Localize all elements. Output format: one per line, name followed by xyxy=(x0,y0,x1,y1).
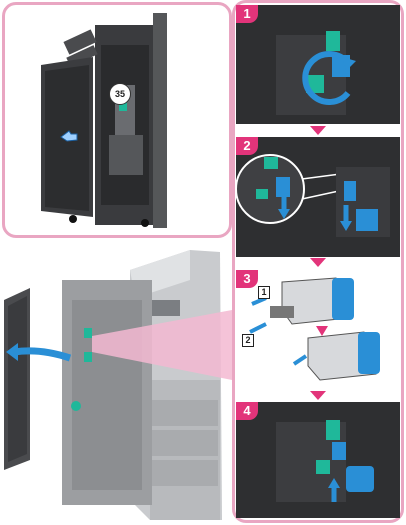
step-3-callout-1: 1 xyxy=(258,286,270,299)
door-hand-icon xyxy=(60,130,78,142)
step-2-next-arrow xyxy=(310,258,326,267)
step-4-panel: 4 xyxy=(236,402,400,518)
step-3-badge: 3 xyxy=(236,270,258,288)
step-1-badge: 1 xyxy=(236,5,258,23)
finisher-open-door-illustration xyxy=(41,13,167,228)
rotate-arrow-icon xyxy=(276,31,356,115)
step-2-panel: 2 xyxy=(236,137,400,257)
step-2-badge: 2 xyxy=(236,137,258,155)
overview-panel: 35 xyxy=(2,2,232,238)
pull-down-arrow-icon xyxy=(236,154,390,237)
step-3-panel: 3 1 2 xyxy=(236,270,400,390)
part-number-badge: 35 xyxy=(109,83,131,105)
step-4-badge: 4 xyxy=(236,402,258,420)
steps-frame xyxy=(232,0,404,523)
step-1-panel: 1 xyxy=(236,5,400,124)
step-3-callout-2: 2 xyxy=(242,334,254,347)
push-up-arrow-icon xyxy=(276,420,374,502)
step-3-next-arrow xyxy=(310,391,326,400)
step-1-next-arrow xyxy=(310,126,326,135)
staple-cartridge-icon xyxy=(249,277,380,381)
main-device-illustration xyxy=(4,250,232,520)
